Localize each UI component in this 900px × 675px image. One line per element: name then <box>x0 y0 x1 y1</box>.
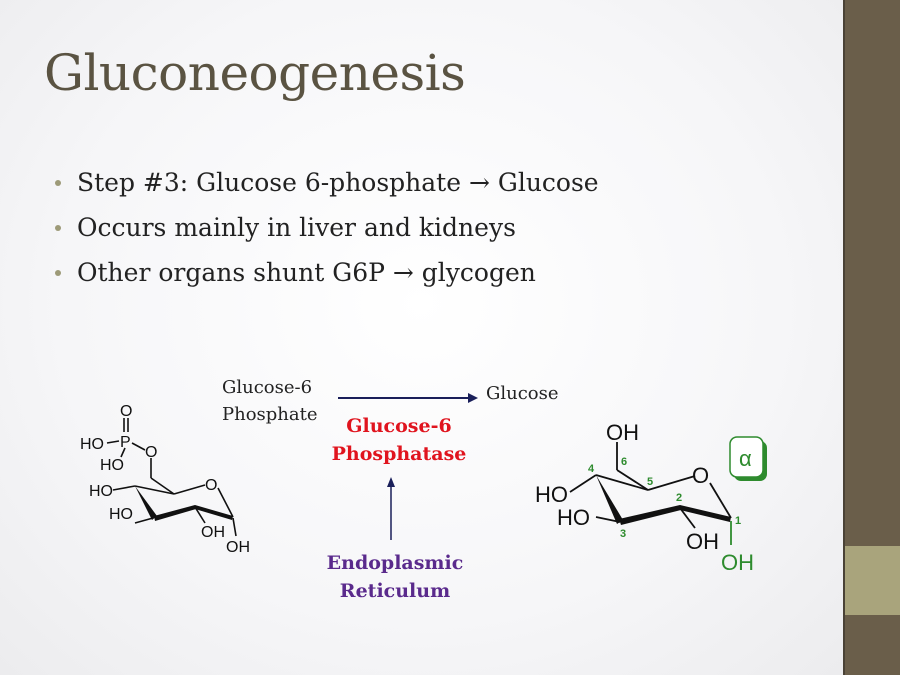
bullet-item: Step #3: Glucose 6-phosphate → Glucose <box>55 160 599 205</box>
carbon-number: 3 <box>620 528 626 540</box>
atom-label: HO <box>535 482 568 507</box>
atom-label: HO <box>80 436 104 453</box>
bullet-list: Step #3: Glucose 6-phosphate → Glucose O… <box>55 160 599 295</box>
er-arrow <box>387 477 395 540</box>
atom-label: O <box>205 477 217 494</box>
alpha-badge: α <box>729 436 767 481</box>
carbon-number: 4 <box>588 463 595 475</box>
bullet-text: Occurs mainly in liver and kidneys <box>77 213 516 242</box>
bullet-item: Occurs mainly in liver and kidneys <box>55 205 599 250</box>
substrate-line2: Phosphate <box>222 404 318 425</box>
enzyme-line1: Glucose-6 <box>346 415 452 437</box>
carbon-number: 1 <box>735 515 741 527</box>
location-line1: Endoplasmic <box>326 552 464 574</box>
product-label: Glucose <box>486 383 559 404</box>
g6p-atom-labels: O P HO HO O O HO HO OH OH <box>80 403 250 556</box>
atom-label: HO <box>109 506 133 523</box>
atom-label: OH <box>606 420 639 445</box>
alpha-label: α <box>739 446 752 471</box>
atom-label: OH <box>721 550 754 575</box>
substrate-label: Glucose-6 Phosphate <box>222 374 318 428</box>
bullet-text: Step #3: Glucose 6-phosphate → Glucose <box>77 168 599 197</box>
glucose-6-phosphate-structure <box>106 418 237 537</box>
carbon-number: 6 <box>621 456 627 468</box>
bullet-item: Other organs shunt G6P → glycogen <box>55 250 599 295</box>
reaction-arrow <box>338 393 478 403</box>
slide-title: Gluconeogenesis <box>44 44 466 102</box>
substrate-line1: Glucose-6 <box>222 377 313 398</box>
bullet-dot <box>55 179 61 186</box>
atom-label: O <box>120 403 132 420</box>
bullet-dot <box>55 224 61 231</box>
enzyme-label: Glucose-6 Phosphatase <box>325 412 473 468</box>
glucose-atom-labels: OH O HO HO OH OH <box>535 420 754 575</box>
slide <box>0 0 843 675</box>
atom-label: OH <box>226 539 250 556</box>
atom-label: OH <box>201 524 225 541</box>
location-label: Endoplasmic Reticulum <box>315 549 475 605</box>
glucose-structure <box>569 442 732 545</box>
location-line2: Reticulum <box>339 580 451 602</box>
atom-label: O <box>145 444 157 461</box>
decorative-accent-band <box>845 546 900 615</box>
atom-label: HO <box>557 505 590 530</box>
atom-label: HO <box>89 483 113 500</box>
carbon-numbering: 1 2 3 4 5 6 <box>588 456 741 540</box>
carbon-number: 5 <box>647 476 653 488</box>
atom-label: O <box>692 463 709 488</box>
bullet-text: Other organs shunt G6P → glycogen <box>77 258 536 287</box>
atom-label: OH <box>686 529 719 554</box>
bullet-dot <box>55 269 61 276</box>
atom-label: HO <box>100 457 124 474</box>
atom-label: P <box>120 434 131 451</box>
carbon-number: 2 <box>676 492 682 504</box>
enzyme-line2: Phosphatase <box>331 443 467 465</box>
